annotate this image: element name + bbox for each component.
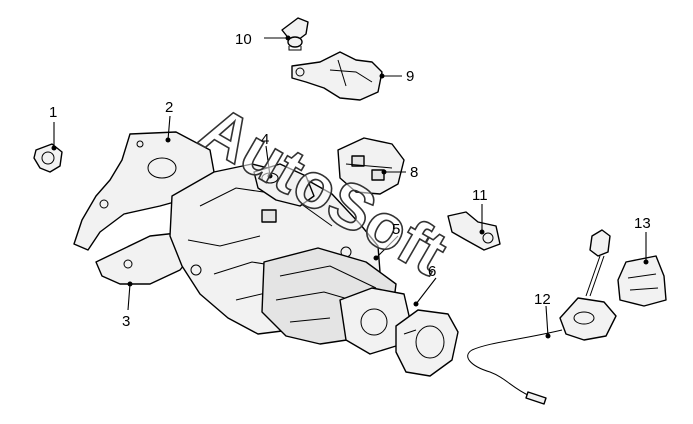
callout-8: 8 (410, 164, 418, 181)
part-6-actuator (395, 309, 459, 377)
part-3-lower-bracket (95, 231, 197, 285)
part-10-sensor (281, 17, 309, 51)
callout-11: 11 (472, 187, 488, 204)
callout-4: 4 (261, 131, 269, 148)
callout-1: 1 (49, 104, 57, 121)
part-9-bracket (291, 51, 383, 101)
part-2-plate (73, 131, 215, 251)
callout-6: 6 (428, 263, 436, 280)
part-8-selector (337, 137, 405, 195)
callout-9: 9 (406, 68, 414, 85)
part-1-clip (33, 143, 63, 173)
part-12-shift-lever (467, 229, 617, 405)
callout-13: 13 (634, 215, 651, 232)
part-11-sensor (447, 211, 501, 251)
callout-labels: 1 2 3 4 5 6 8 9 10 11 12 13 (49, 31, 651, 330)
callout-12: 12 (534, 291, 551, 308)
leader-lines (51, 35, 649, 339)
callout-2: 2 (165, 99, 173, 116)
callout-10: 10 (235, 31, 252, 48)
part-13-boot (617, 255, 667, 307)
callout-5: 5 (392, 221, 400, 238)
callout-3: 3 (122, 313, 130, 330)
